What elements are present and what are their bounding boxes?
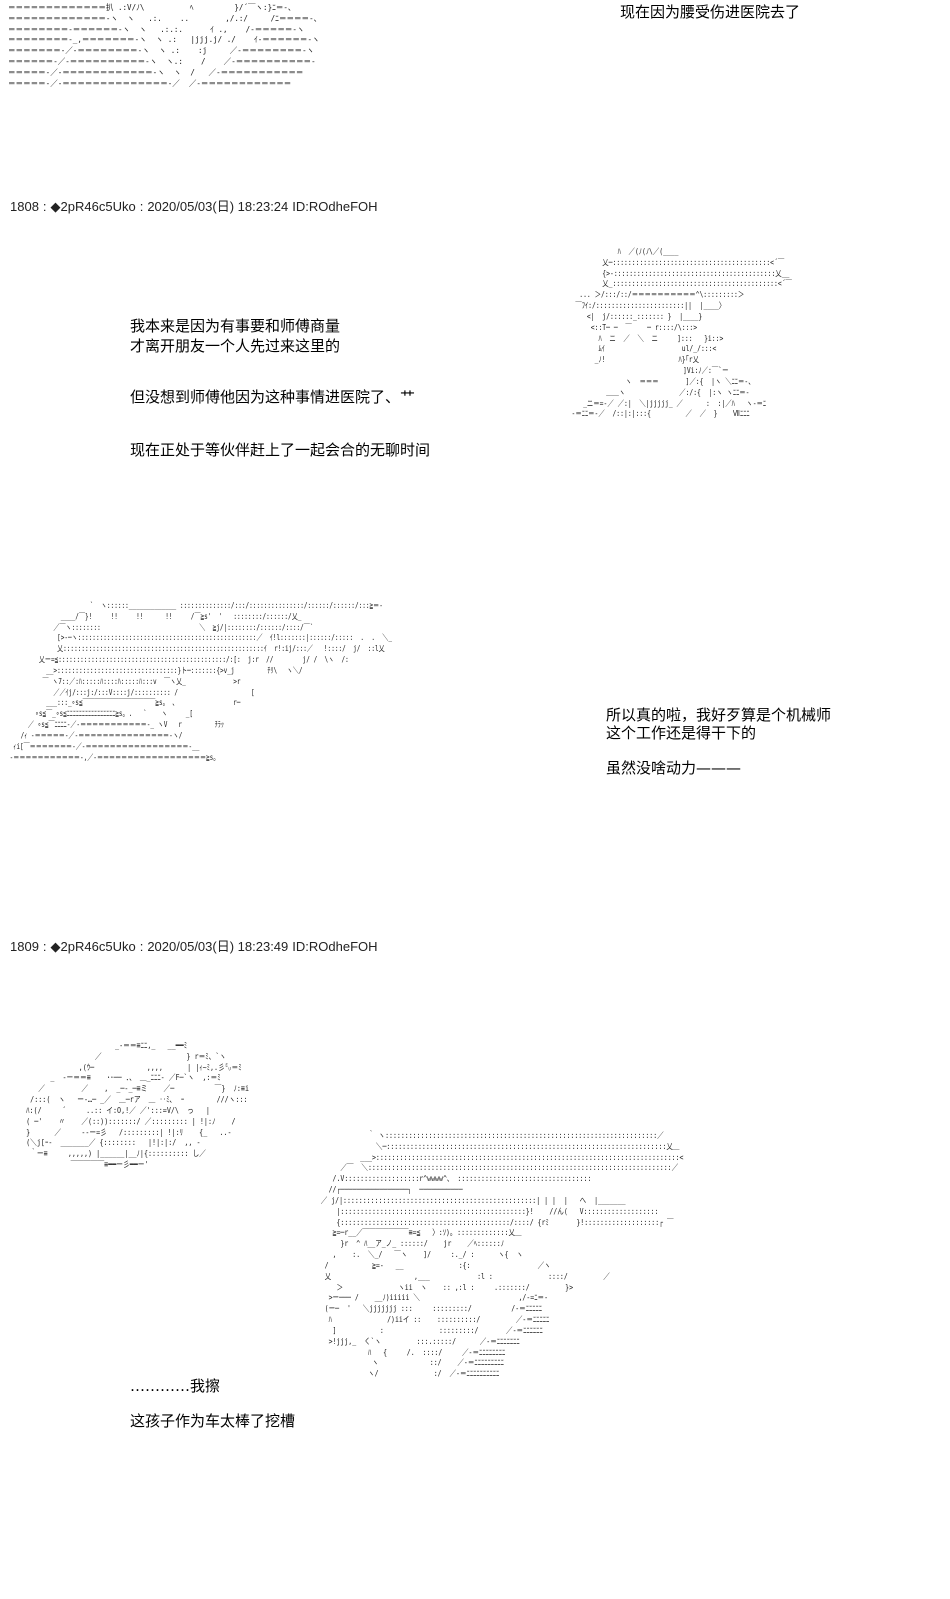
post-trip: ◆2pR46c5Uko: [50, 939, 136, 954]
post-datetime: 2020/05/03(日) 18:23:49: [147, 939, 289, 954]
person-art-2: ｀ ヽ:::::::::::::::::::::::::::::::::::::…: [320, 1130, 684, 1379]
post-id: ID:ROdheFOH: [292, 199, 378, 214]
road-art-mid: ` ヽ::::::_____________ ::::::::::::::/::…: [9, 600, 392, 762]
caption-top-right: 现在因为腰受伤进医院去了: [620, 3, 801, 21]
separator: :: [42, 939, 47, 954]
post-number: 1809: [10, 939, 39, 954]
post-id: ID:ROdheFOH: [292, 939, 378, 954]
post-number: 1808: [10, 199, 39, 214]
caption-p3-line2: 这孩子作为车太棒了挖槽: [130, 1412, 296, 1430]
caption-p3-line1: …………我擦: [130, 1377, 221, 1395]
caption-p2-line2: 这个工作还是得干下的: [606, 724, 757, 742]
person-art-1: ﾊ ／(ﾉ(ﾉ\／(____ 乂─:::::::::::::::::::::::…: [571, 246, 792, 419]
separator: :: [42, 199, 47, 214]
caption-p2-line1: 所以真的啦，我好歹算是个机械师: [606, 706, 832, 724]
caption-p1-line3: 但没想到师傅他因为这种事情进医院了、艹: [130, 388, 416, 406]
car-art: _-＝＝≡ﾆﾆ,_ __━━ﾐ ／ } r＝ﾐ、`ヽ ,(ｳ─ ,,,, | |…: [26, 1040, 249, 1170]
separator: :: [139, 939, 144, 954]
caption-p1-line1: 我本来是因为有事要和师傅商量: [130, 317, 341, 335]
post-datetime: 2020/05/03(日) 18:23:24: [147, 199, 289, 214]
road-art-top: ＝＝＝＝＝＝＝＝＝＝＝＝＝扒 .:V/ﾉ\ ﾍ }/´￣ヽ:}ﾆ＝-、 ＝＝＝＝…: [8, 2, 322, 88]
post-trip: ◆2pR46c5Uko: [50, 199, 136, 214]
caption-p1-line2: 才离开朋友一个人先过来这里的: [130, 337, 341, 355]
separator: :: [139, 199, 144, 214]
caption-p2-line3: 虽然没啥动力———: [606, 759, 742, 777]
caption-p1-line4: 现在正处于等伙伴赶上了一起会合的无聊时间: [130, 441, 431, 459]
